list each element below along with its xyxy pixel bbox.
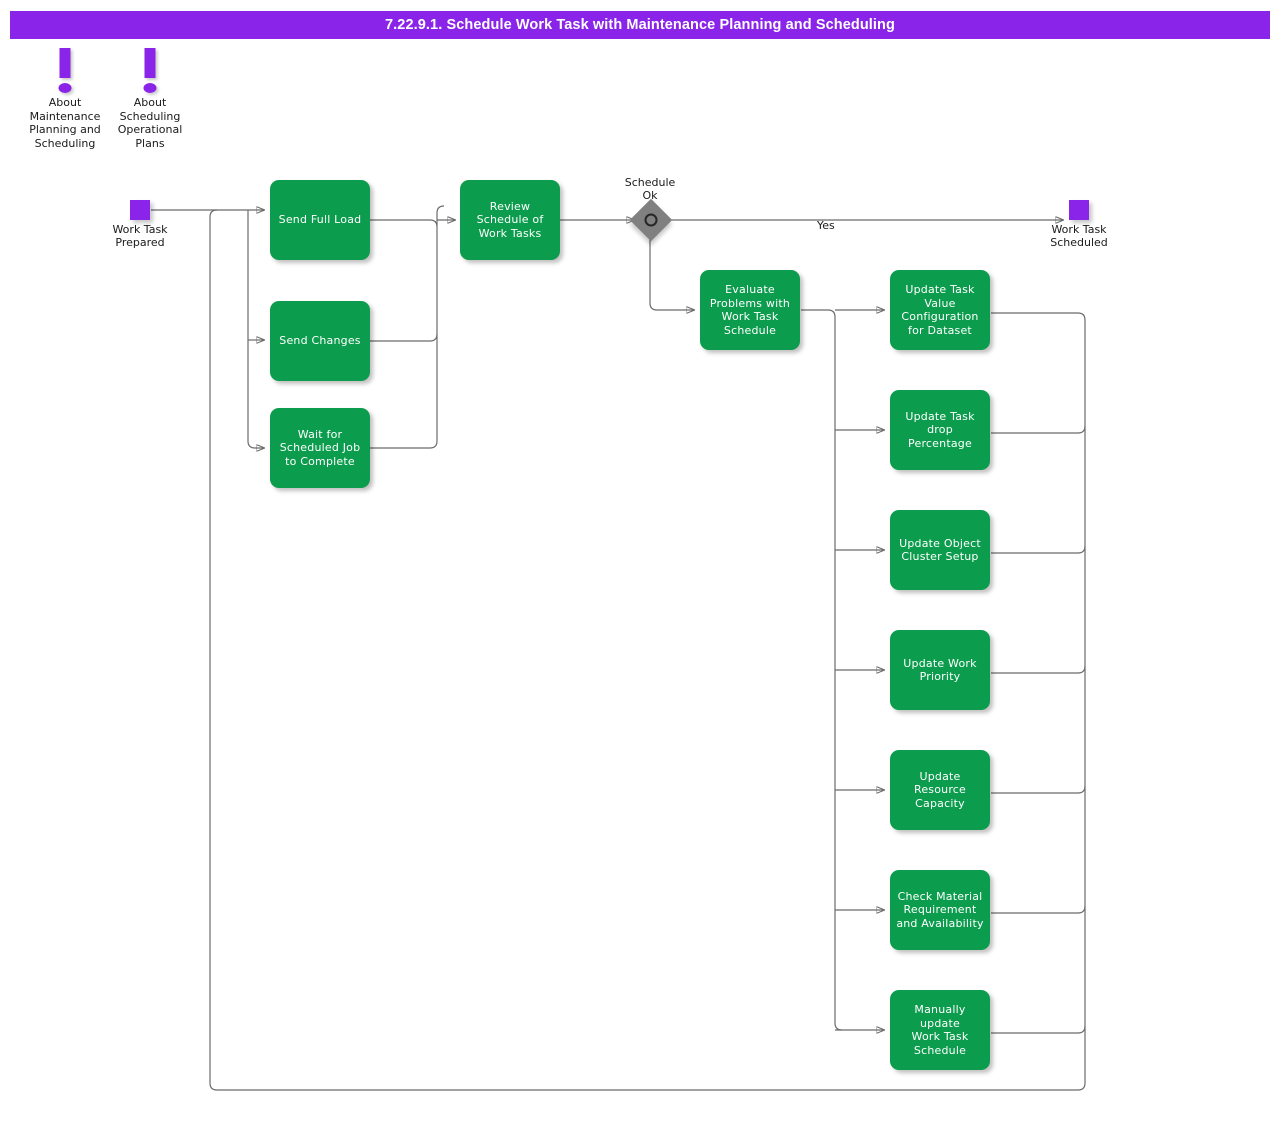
task-update-resource-capacity[interactable]: Update Resource Capacity [890, 750, 990, 830]
task-update-task-drop-percentage[interactable]: Update Task drop Percentage [890, 390, 990, 470]
note-label: About Maintenance Planning and Schedulin… [29, 96, 101, 150]
start-node-work-task-prepared[interactable] [130, 200, 150, 220]
end-node-label: Work Task Scheduled [1050, 223, 1108, 249]
task-evaluate-problems-with-work-task-schedule[interactable]: Evaluate Problems with Work Task Schedul… [700, 270, 800, 350]
task-wait-for-scheduled-job-to-complete[interactable]: Wait for Scheduled Job to Complete [270, 408, 370, 488]
exclamation-icon [10, 46, 120, 96]
exclamation-icon [95, 46, 205, 96]
edge-label-yes: Yes [817, 219, 835, 232]
gateway-schedule-ok[interactable] [629, 198, 673, 242]
task-update-task-value-configuration-for-dataset[interactable]: Update Task Value Configuration for Data… [890, 270, 990, 350]
task-check-material-requirement-and-availability[interactable]: Check Material Requirement and Availabil… [890, 870, 990, 950]
gateway-label: Schedule Ok [624, 176, 676, 202]
gateway-circle-icon [641, 210, 661, 230]
task-send-full-load[interactable]: Send Full Load [270, 180, 370, 260]
task-update-object-cluster-setup[interactable]: Update Object Cluster Setup [890, 510, 990, 590]
page-title: 7.22.9.1. Schedule Work Task with Mainte… [10, 11, 1270, 39]
end-node-work-task-scheduled[interactable] [1069, 200, 1089, 220]
task-review-schedule-of-work-tasks[interactable]: Review Schedule of Work Tasks [460, 180, 560, 260]
task-manually-update-work-task-schedule[interactable]: Manually update Work Task Schedule [890, 990, 990, 1070]
note-about-scheduling-operational-plans[interactable]: About Scheduling Operational Plans [95, 46, 205, 150]
task-update-work-priority[interactable]: Update Work Priority [890, 630, 990, 710]
start-node-label: Work Task Prepared [112, 223, 168, 249]
task-send-changes[interactable]: Send Changes [270, 301, 370, 381]
note-about-maintenance-planning-and-scheduling[interactable]: About Maintenance Planning and Schedulin… [10, 46, 120, 150]
note-label: About Scheduling Operational Plans [117, 96, 183, 150]
